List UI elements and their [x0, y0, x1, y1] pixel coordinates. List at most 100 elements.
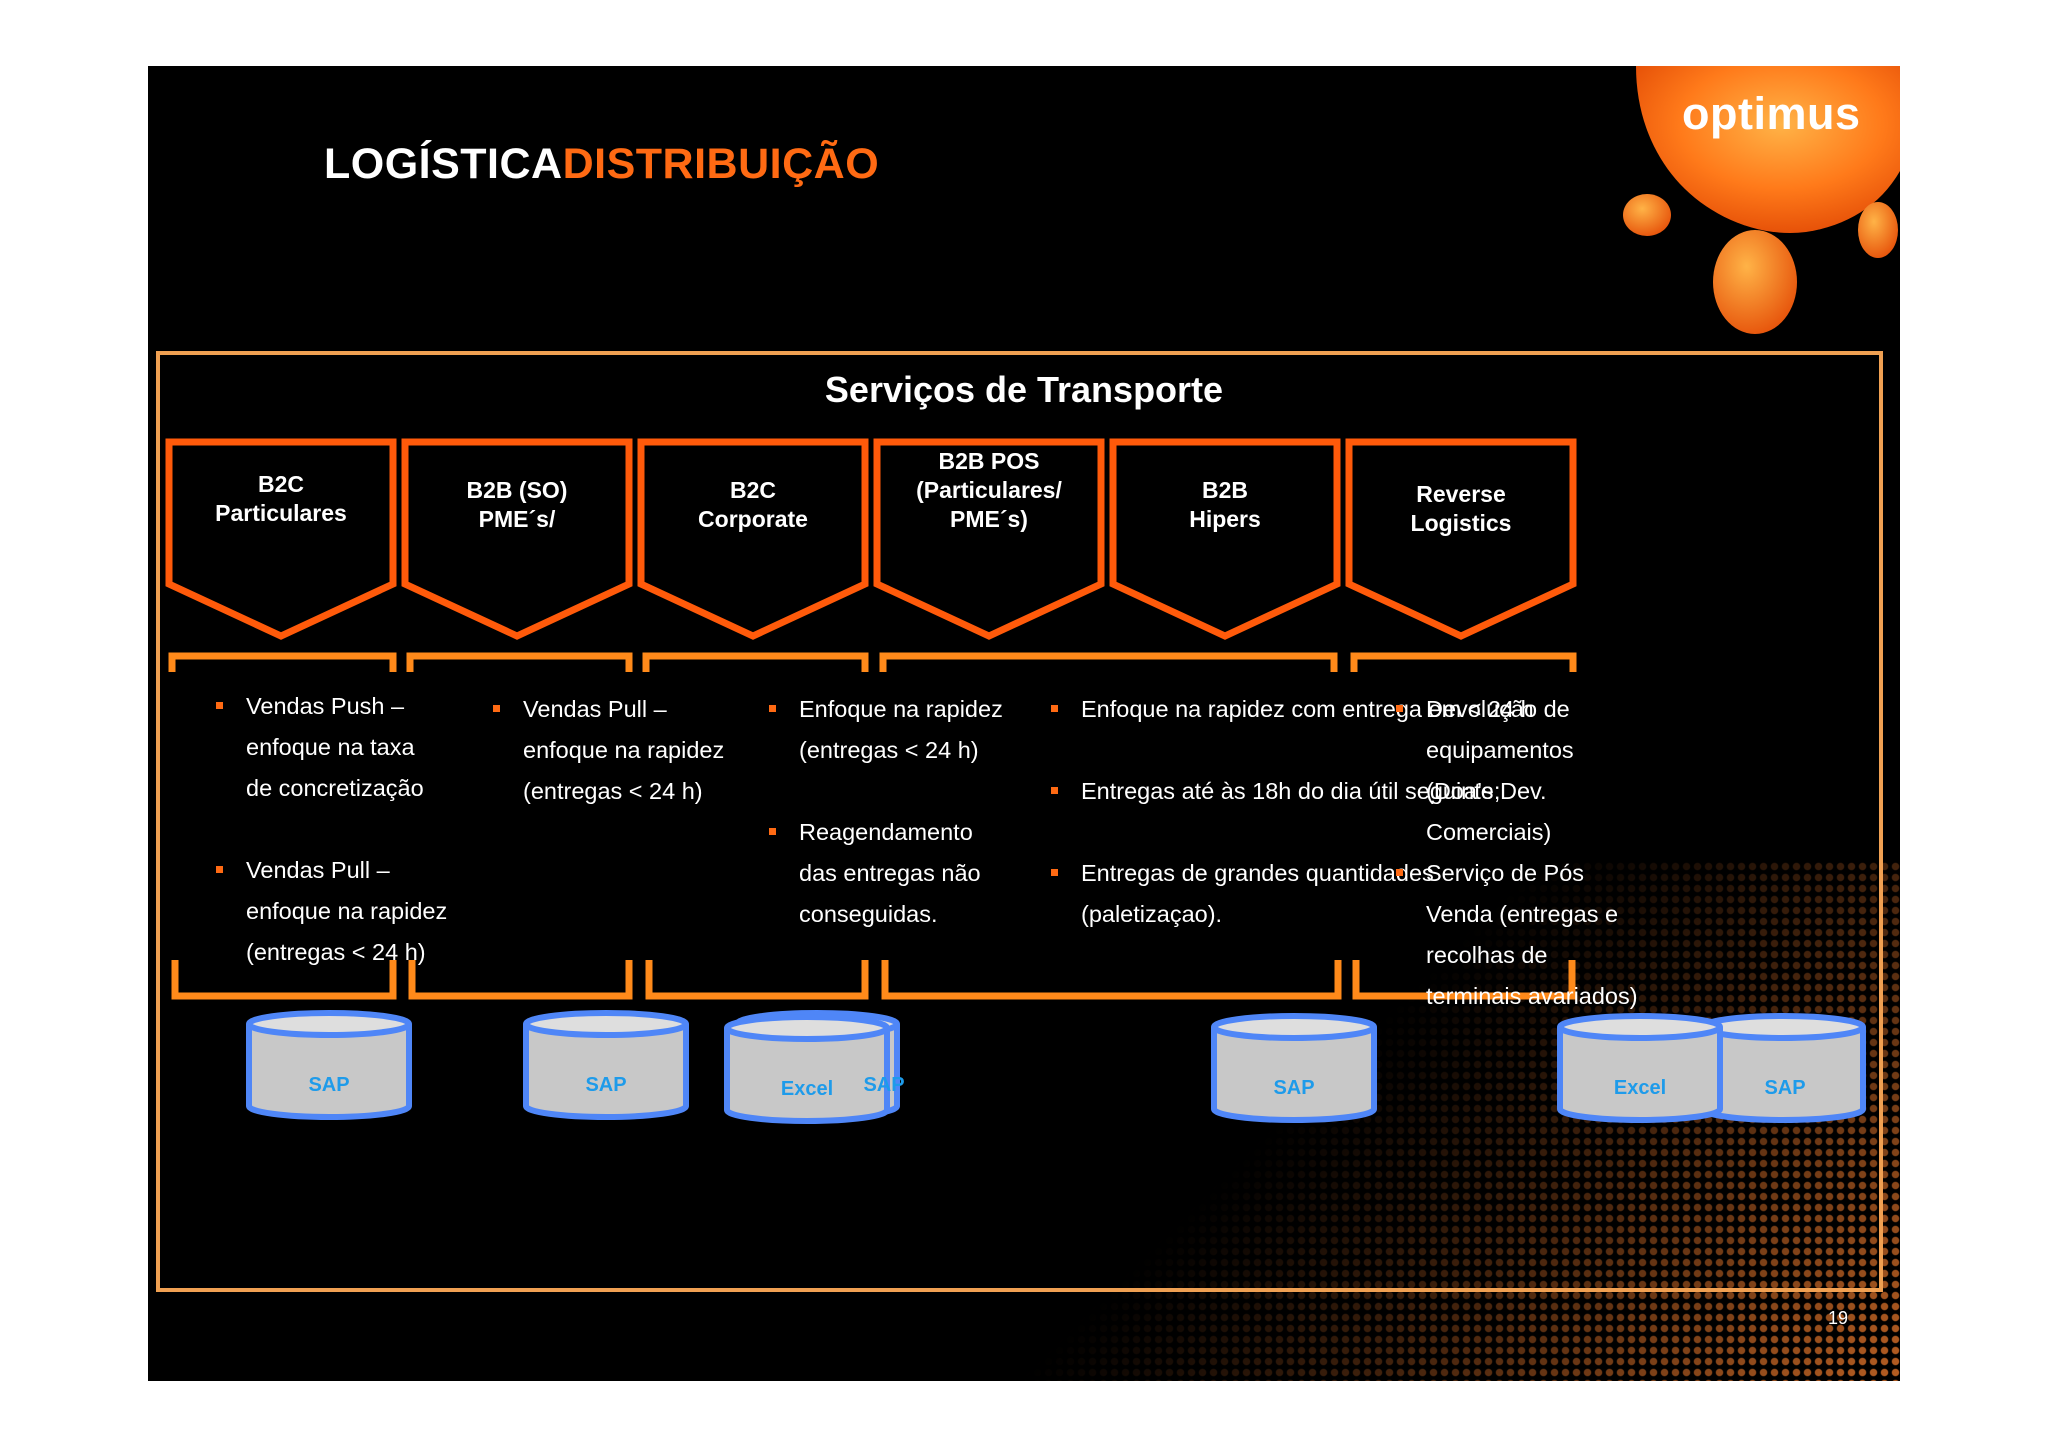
chevron-label-reverse-logistics: Reverse Logistics [1361, 480, 1561, 538]
bullet-line: recolhas de [1426, 942, 1548, 968]
column-b2b-so-list: Vendas Pull – enfoque na rapidez (entreg… [493, 689, 724, 812]
database-label-col2: SAP [585, 1074, 627, 1096]
label-line: B2B [1201, 477, 1248, 503]
bullet-line: equipamentos [1426, 737, 1574, 763]
database-label-col1: SAP [308, 1074, 350, 1096]
chevron-b2b-hipers [1109, 438, 1341, 640]
label-line: B2B (SO) [466, 477, 568, 503]
database-label-col6-excel: Excel [1613, 1077, 1667, 1099]
bullet-line: Venda (entregas e [1426, 901, 1619, 927]
list-item: Serviço de Pós Venda (entregas e recolha… [1396, 853, 1638, 1017]
database-cylinder-col3-excel [724, 1014, 890, 1124]
list-item: Reagendamento das entregas não conseguid… [769, 812, 1003, 935]
bullet-line: enfoque na taxa [246, 734, 415, 760]
bullet-line: (Doa’s Dev. [1426, 778, 1547, 804]
label-line: B2C [729, 477, 776, 503]
top-bracket-col4 [879, 652, 1338, 672]
database-cylinder-col6-sap [1700, 1013, 1866, 1123]
bottom-bracket-col4 [881, 960, 1342, 1000]
database-cylinder-col2 [523, 1010, 689, 1120]
list-item: Enfoque na rapidez com entrega em < 24 h [1051, 689, 1534, 730]
list-item: Entregas até às 18h do dia útil seguinte… [1051, 771, 1534, 812]
label-line: B2B POS [938, 448, 1040, 474]
spacer [769, 771, 1003, 812]
dot-pattern-background [900, 861, 1900, 1381]
column-reverse-logistics-list: Devolução de equipamentos (Doa’s Dev. Co… [1396, 689, 1638, 1017]
bullet-line: Vendas Pull – [246, 857, 390, 883]
chevron-label-b2b-hipers: B2B Hipers [1125, 476, 1325, 534]
bullet-line: (entregas < 24 h) [799, 737, 979, 763]
top-bracket-col6 [1350, 652, 1577, 672]
list-item: Vendas Pull – enfoque na rapidez (entreg… [493, 689, 724, 812]
database-label-col6-sap: SAP [1764, 1077, 1806, 1099]
label-line: Corporate [698, 506, 808, 532]
label-line: Particulares [215, 500, 347, 526]
bullet-line: Enfoque na rapidez com entrega em < 24 h [1081, 696, 1534, 722]
list-item: Enfoque na rapidez (entregas < 24 h) [769, 689, 1003, 771]
top-bracket-col1 [168, 652, 397, 672]
label-line: Reverse [1416, 481, 1506, 507]
chevron-b2c-particulares [165, 438, 397, 640]
services-panel-frame [156, 351, 1883, 1292]
chevron-shapes [165, 438, 1866, 1124]
label-line: (Particulares/ [916, 477, 1062, 503]
column-b2c-particulares-list: Vendas Push – enfoque na taxa de concret… [216, 686, 447, 973]
bullet-line: Vendas Push – [246, 693, 405, 719]
bottom-bracket-col6 [1352, 960, 1576, 1000]
bullet-line: (paletizaçao). [1081, 901, 1223, 927]
list-item: Devolução de equipamentos (Doa’s Dev. Co… [1396, 689, 1638, 853]
bullet-line: de concretização [246, 775, 424, 801]
bullet-line: enfoque na rapidez [246, 898, 448, 924]
label-line: PME´s/ [478, 506, 556, 532]
title-part-logistica: LOGÍSTICA [324, 140, 563, 188]
column-b2b-pos-list: Enfoque na rapidez com entrega em < 24 h… [1051, 689, 1534, 935]
label-line: Logistics [1410, 510, 1512, 536]
chevron-b2b-pos [873, 438, 1105, 640]
bottom-bracket-col2 [408, 960, 633, 1000]
spacer [216, 809, 447, 850]
slide: optimus LOGÍSTICADISTRIBUIÇÃO Serviços d… [148, 66, 1900, 1381]
database-label-col3-sap: SAP [863, 1074, 905, 1096]
bullet-line: (entregas < 24 h) [523, 778, 703, 804]
bullet-line: Devolução de [1426, 696, 1570, 722]
bullet-line: conseguidas. [799, 901, 938, 927]
label-line: Hipers [1189, 506, 1261, 532]
chevron-b2c-corporate [637, 438, 869, 640]
chevron-label-b2c-particulares: B2C Particulares [181, 470, 381, 528]
bullet-line: Comerciais) [1426, 819, 1552, 845]
top-bracket-col3 [642, 652, 869, 672]
list-item: Vendas Pull – enfoque na rapidez (entreg… [216, 850, 447, 973]
chevron-label-b2c-corporate: B2C Corporate [653, 476, 853, 534]
bullet-line: Serviço de Pós [1426, 860, 1585, 886]
chevron-reverse-logistics [1345, 438, 1577, 640]
page-number: 19 [1828, 1308, 1849, 1328]
database-cylinder-col1 [246, 1010, 412, 1120]
list-item: Vendas Push – enfoque na taxa de concret… [216, 686, 447, 809]
bottom-bracket-col1 [171, 960, 397, 1000]
label-line: PME´s) [950, 506, 1028, 532]
bullet-line: Reagendamento [799, 819, 973, 845]
chevron-b2b-so [401, 438, 633, 640]
database-label-col3-excel: Excel [780, 1078, 834, 1100]
bullet-line: Enfoque na rapidez [799, 696, 1003, 722]
bullet-line: das entregas não [799, 860, 981, 886]
top-bracket-col2 [406, 652, 633, 672]
database-cylinder-col6-excel [1557, 1013, 1723, 1123]
bullet-line: terminais avariados) [1426, 983, 1638, 1009]
title-part-distribuicao: DISTRIBUIÇÃO [562, 140, 880, 188]
list-item: Entregas de grandes quantidades (paletiz… [1051, 853, 1534, 935]
optimus-logo-text: optimus [1682, 88, 1861, 139]
panel-title: Serviços de Transporte [824, 369, 1224, 410]
label-line: B2C [257, 471, 304, 497]
chevron-label-b2b-pos: B2B POS (Particulares/ PME´s) [889, 447, 1089, 534]
page-title: LOGÍSTICADISTRIBUIÇÃO [324, 140, 879, 189]
chevron-label-b2b-so: B2B (SO) PME´s/ [417, 476, 617, 534]
column-b2c-corporate-list: Enfoque na rapidez (entregas < 24 h) Rea… [769, 689, 1003, 935]
bullet-line: (entregas < 24 h) [246, 939, 426, 965]
bullet-line: Entregas até às 18h do dia útil seguinte… [1081, 778, 1501, 804]
optimus-logo-blob [1623, 66, 1900, 334]
database-cylinder-col4 [1211, 1013, 1377, 1123]
bullet-line: Entregas de grandes quantidades [1081, 860, 1434, 886]
database-label-col4: SAP [1273, 1077, 1315, 1099]
bullet-line: enfoque na rapidez [523, 737, 725, 763]
